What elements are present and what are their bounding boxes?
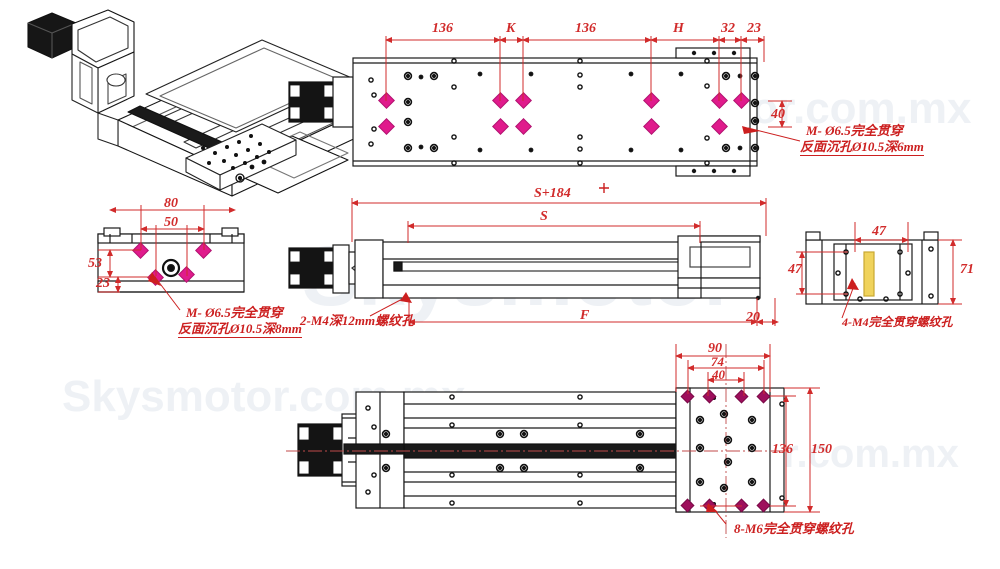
note-top-right-line2: 反面沉孔Ø10.5深6mm [800, 136, 924, 156]
left-end-dimension-lines [98, 205, 236, 311]
top-view-dimension-lines [385, 36, 801, 142]
note-top-right-line1: M- Ø6.5完全贯穿 [806, 123, 903, 138]
dim-left-80: 80 [164, 196, 178, 211]
side-view-dimension-lines [351, 183, 779, 326]
right-end-dimension-lines [796, 222, 962, 319]
note-bottom-8m6: 8-M6完全贯穿螺纹孔 [734, 521, 854, 536]
dim-top-136-left: 136 [432, 21, 453, 36]
dim-bottom-136: 136 [772, 442, 793, 457]
dim-right-47-top: 47 [872, 224, 886, 239]
dim-side-s: S [540, 209, 548, 224]
top-plan-view [288, 47, 760, 177]
dim-left-23: 23 [96, 276, 110, 291]
dim-left-50: 50 [164, 215, 178, 230]
front-side-view [288, 235, 761, 301]
dim-bottom-150: 150 [811, 442, 832, 457]
dim-side-f: F [580, 308, 590, 323]
dim-bottom-74: 74 [711, 354, 724, 369]
dim-left-53: 53 [88, 256, 102, 271]
bottom-view-dimension-lines [675, 344, 820, 525]
note-left-end-line1: M- Ø6.5完全贯穿 [186, 305, 283, 320]
right-end-view [805, 231, 939, 305]
dim-top-136-right: 136 [575, 21, 596, 36]
dim-bottom-40: 40 [712, 367, 725, 382]
dim-top-H: H [673, 21, 684, 36]
note-side-view-2m4: 2-M4深12mm螺纹孔 [300, 313, 415, 328]
dim-right-47-left: 47 [788, 262, 802, 277]
dim-top-K: K [506, 21, 516, 36]
bottom-plan-view [286, 344, 790, 538]
dim-bottom-90: 90 [708, 341, 722, 356]
dim-side-20: 20 [746, 310, 760, 325]
left-end-view [97, 227, 245, 293]
note-right-end-4m4: 4-M4完全贯穿螺纹孔 [842, 315, 953, 329]
dim-top-40: 40 [771, 107, 785, 122]
dim-right-71: 71 [960, 262, 974, 277]
dim-top-23: 23 [747, 21, 761, 36]
dim-top-32: 32 [721, 21, 735, 36]
dim-side-s-plus-184: S+184 [534, 186, 571, 201]
note-left-end-line2: 反面沉孔Ø10.5深8mm [178, 318, 302, 338]
